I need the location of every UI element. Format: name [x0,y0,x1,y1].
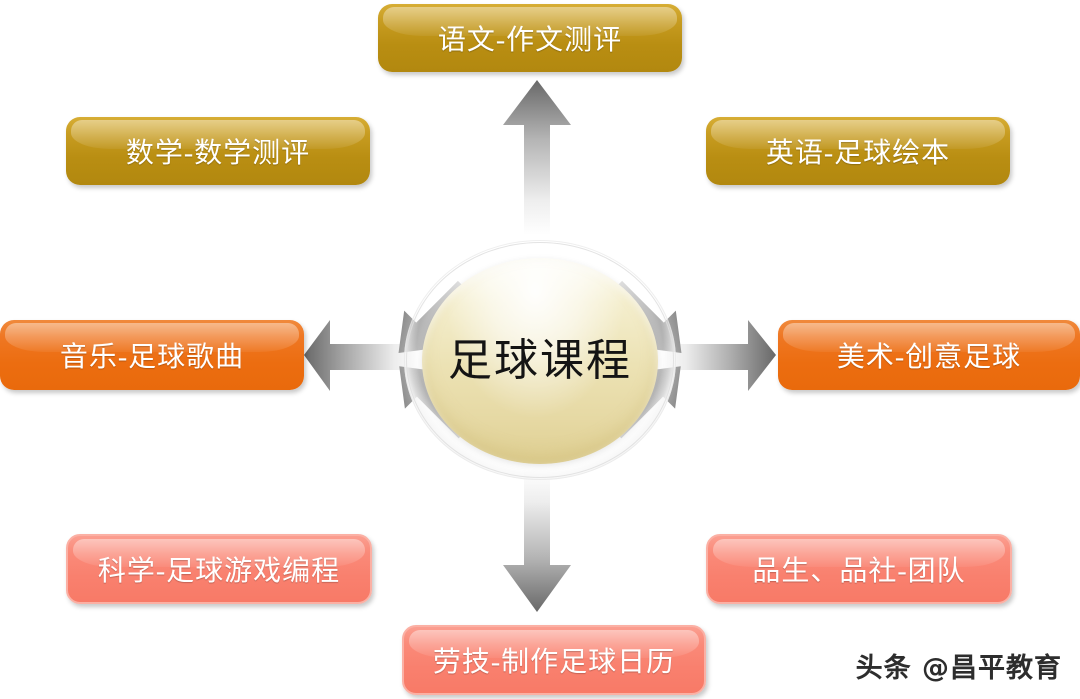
node-labor[interactable]: 劳技-制作足球日历 [402,625,706,695]
node-morals-label: 品生、品社-团队 [752,556,966,587]
node-art-label: 美术-创意足球 [836,342,1022,373]
node-chinese[interactable]: 语文-作文测评 [378,4,682,72]
arrow-down [503,470,571,612]
node-math[interactable]: 数学-数学测评 [66,117,370,185]
node-labor-label: 劳技-制作足球日历 [432,647,676,678]
node-science[interactable]: 科学-足球游戏编程 [66,534,372,604]
hub-sphere[interactable]: 足球课程 [422,258,658,464]
arrow-up [503,80,571,235]
node-english-label: 英语-足球绘本 [765,138,951,169]
node-music-label: 音乐-足球歌曲 [59,342,245,373]
node-english[interactable]: 英语-足球绘本 [706,117,1010,185]
node-music[interactable]: 音乐-足球歌曲 [0,320,304,390]
node-science-label: 科学-足球游戏编程 [97,556,341,587]
node-art[interactable]: 美术-创意足球 [778,320,1080,390]
watermark: 头条 @昌平教育 [855,653,1062,684]
arrow-right [660,320,776,391]
node-chinese-label: 语文-作文测评 [437,25,623,56]
node-math-label: 数学-数学测评 [125,138,311,169]
arrow-left [304,320,420,391]
hub-label: 足球课程 [448,336,632,385]
node-morals[interactable]: 品生、品社-团队 [706,534,1012,604]
